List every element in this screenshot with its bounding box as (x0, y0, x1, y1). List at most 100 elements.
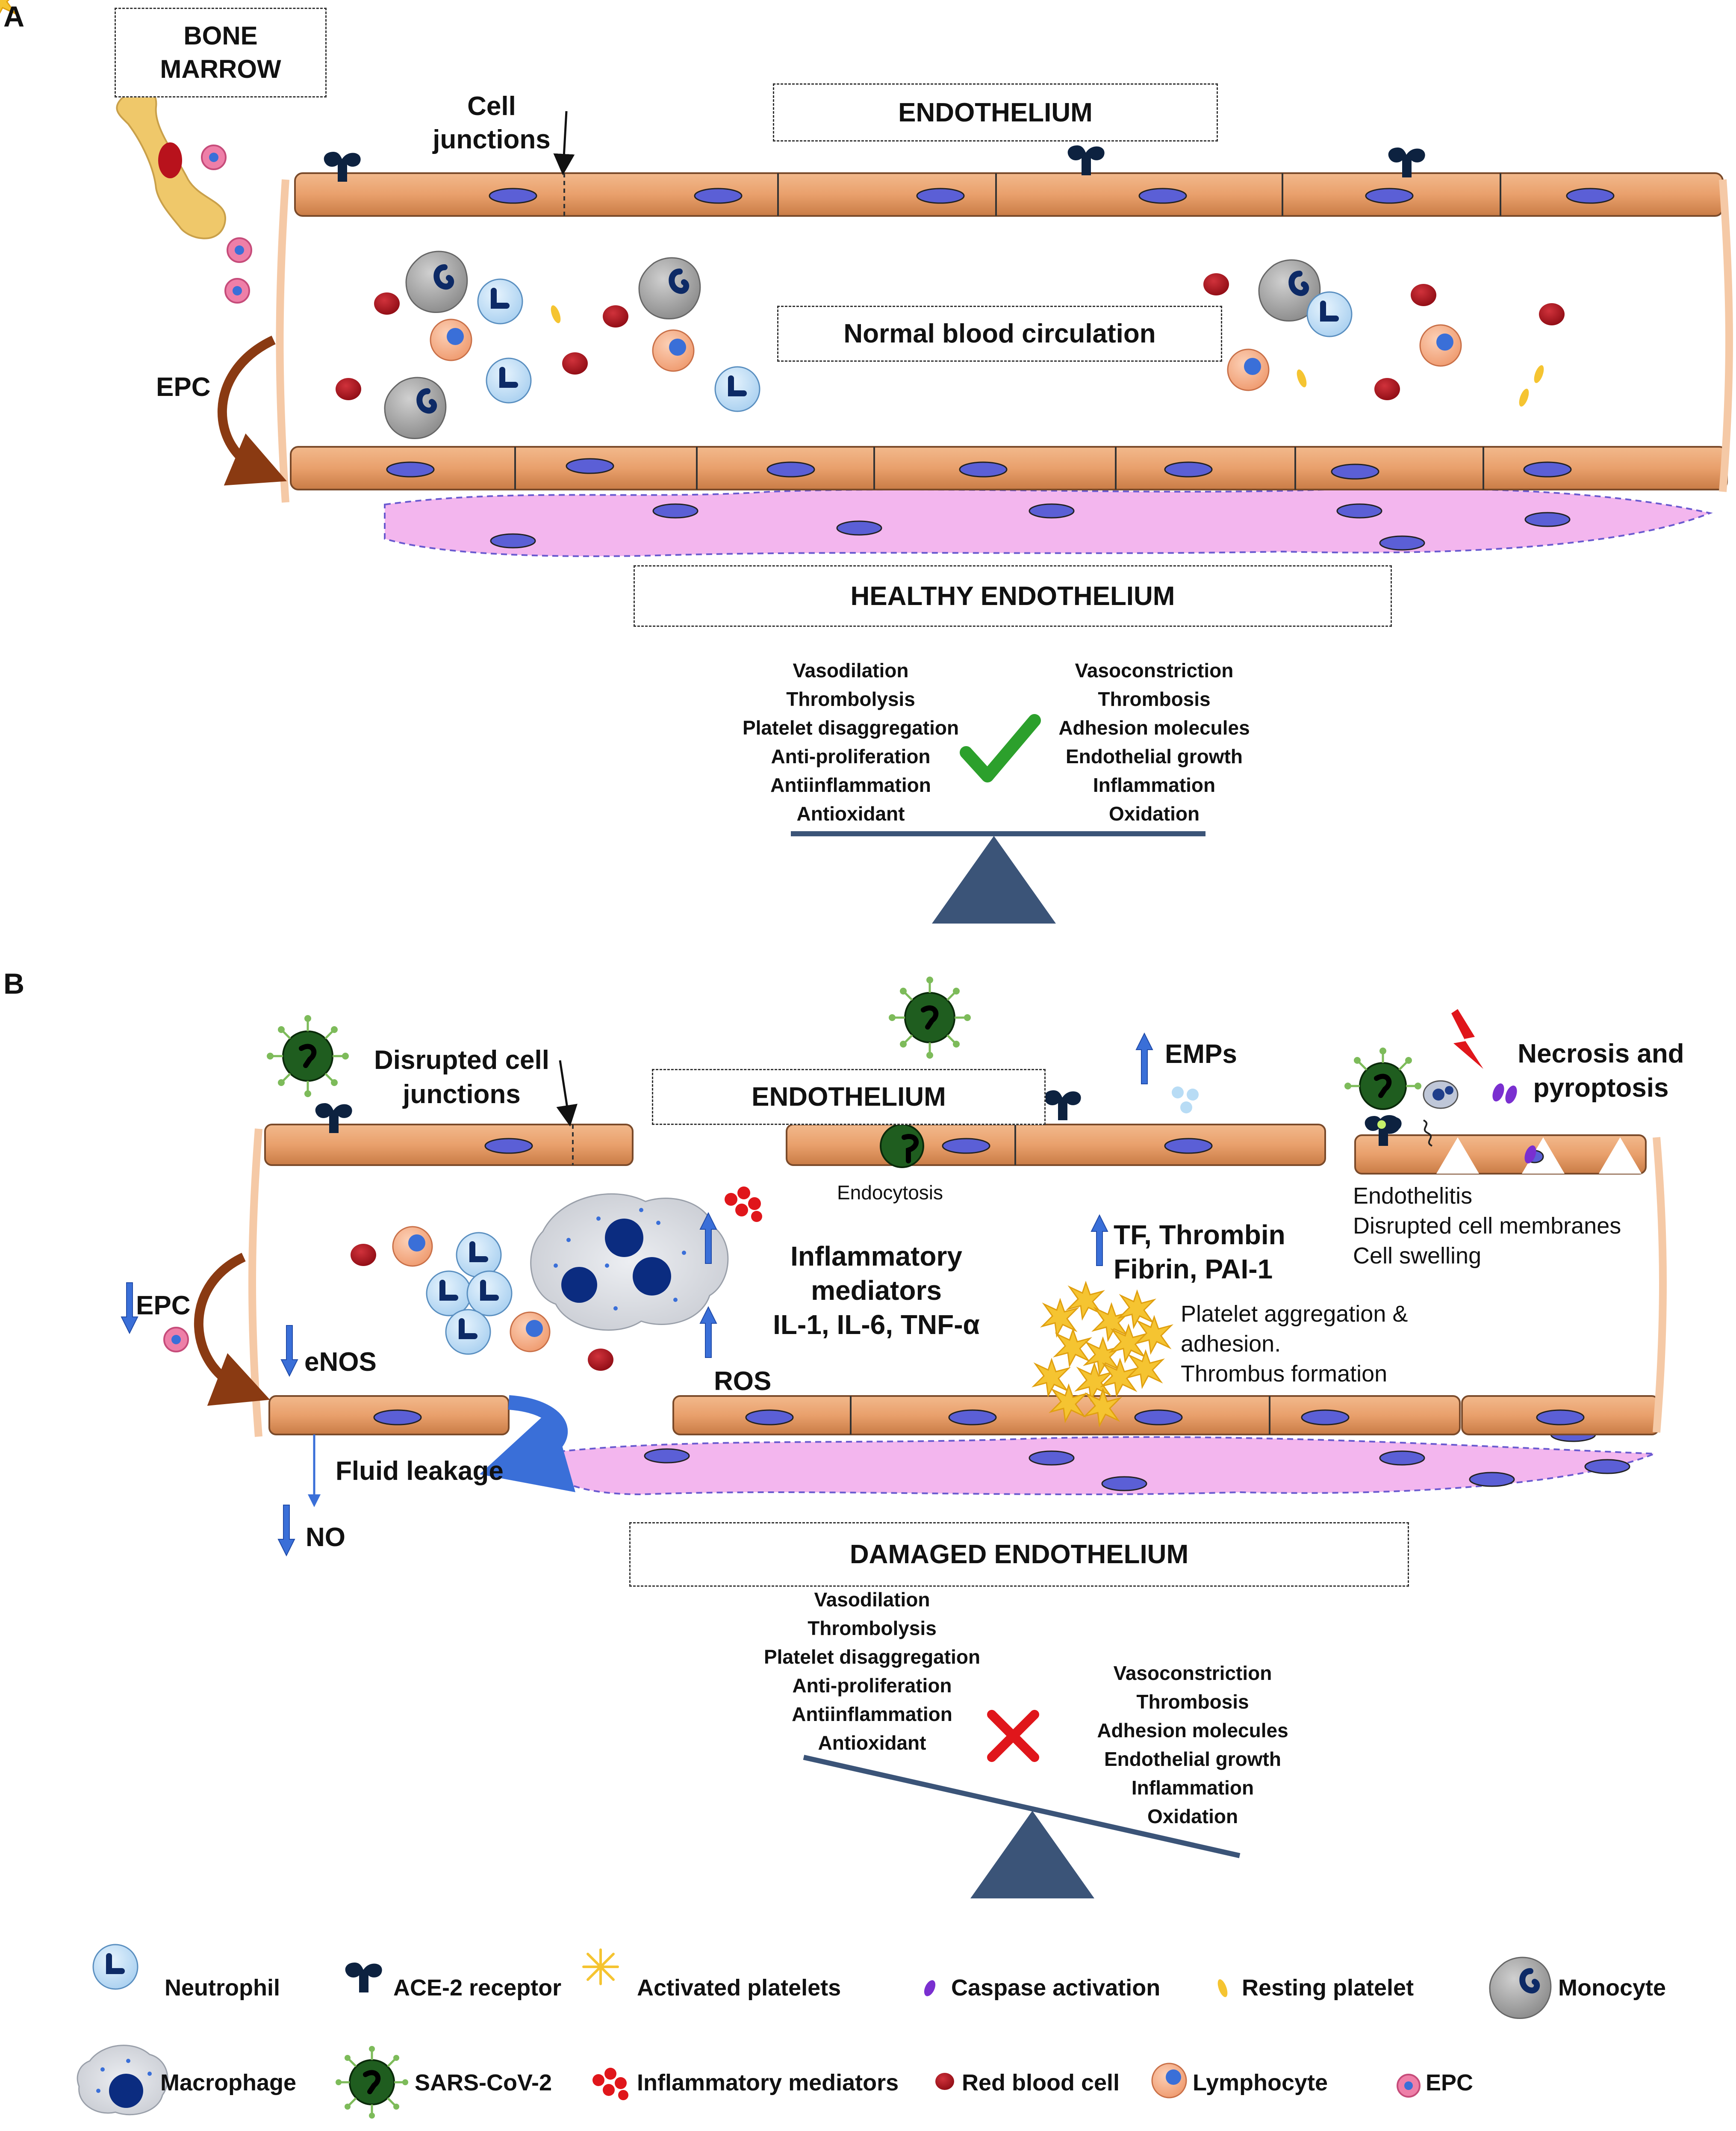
cell-junctions-arrow (553, 111, 575, 175)
no-label: NO (306, 1523, 345, 1552)
balance-a-left-item: Anti-proliferation (771, 745, 931, 767)
endothelium-label-a: ENDOTHELIUM (773, 83, 1218, 142)
legend-label-macrophage: Macrophage (160, 2070, 297, 2096)
balance-b-right-item: Inflammation (1131, 1777, 1254, 1799)
circulation-label: Normal blood circulation (777, 306, 1222, 362)
legend-label-sars-cov-2: SARS-CoV-2 (415, 2070, 552, 2096)
legend-label-ace2-receptor: ACE-2 receptor (393, 1975, 562, 2001)
blue-indicator-arrows (121, 1032, 1153, 1557)
coagulation-label: TF, Thrombin Fibrin, PAI-1 (1114, 1219, 1285, 1284)
panel-a-top-endothelium (294, 172, 1724, 217)
damaged-endothelium-label: DAMAGED ENDOTHELIUM (629, 1522, 1409, 1587)
panel-a-bottom-endothelium (290, 446, 1728, 557)
endocytosis-label: Endocytosis (837, 1181, 943, 1204)
epc-arrow-a (217, 336, 287, 486)
balance-b-left-item: Antioxidant (818, 1732, 926, 1754)
epc-arrow-b (194, 1253, 270, 1406)
balance-b-right-item: Vasoconstriction (1113, 1662, 1272, 1684)
lymphocyte-icon (1151, 2063, 1187, 2099)
red-blood-cell-icon (935, 2073, 954, 2090)
panel-a-letter: A (3, 0, 25, 33)
balance-b-right-list: Vasoconstriction Thrombosis Adhesion mol… (1077, 1659, 1308, 1831)
balance-b-left-list: Vasodilation Thrombolysis Platelet disag… (744, 1585, 1000, 1757)
legend-label-resting-platelet: Resting platelet (1242, 1975, 1414, 2001)
epc-icon (1397, 2074, 1421, 2098)
balance-a-left-item: Antioxidant (796, 803, 905, 825)
caspase-icon (924, 1980, 936, 1996)
balance-b-left-item: Anti-proliferation (792, 1674, 952, 1697)
healthy-endothelium-label: HEALTHY ENDOTHELIUM (634, 565, 1392, 627)
monocyte-icon (1489, 1957, 1552, 2019)
endothelitis-label: Endothelitis Disrupted cell membranes Ce… (1353, 1183, 1621, 1269)
resting-platelet-icon (1217, 1979, 1228, 1997)
blood-cells-a (336, 251, 1565, 440)
fluid-leakage-label: Fluid leakage (336, 1456, 504, 1486)
inflammatory-mediators-label: Inflammatory mediators IL-1, IL-6, TNF-α (773, 1241, 980, 1340)
balance-b-right-item: Oxidation (1147, 1805, 1238, 1827)
legend-label-lymphocyte: Lymphocyte (1193, 2070, 1328, 2096)
endothelium-label-b: ENDOTHELIUM (652, 1069, 1046, 1125)
balance-b (803, 1710, 1241, 1898)
balance-a-right-item: Oxidation (1108, 803, 1200, 825)
balance-a-left-item: Platelet disaggregation (742, 717, 959, 739)
inflammatory-mediator-dots (725, 1187, 762, 1222)
necrosis-label: Necrosis and pyroptosis (1518, 1039, 1684, 1103)
epc-cell-b (163, 1327, 189, 1352)
cell-junctions-label: Cell junctions (433, 91, 551, 154)
legend-label-inflammatory-mediators: Inflammatory mediators (637, 2070, 899, 2096)
sars-cov-2-icon (336, 2046, 408, 2119)
balance-b-left-item: Platelet disaggregation (763, 1646, 981, 1668)
balance-b-right-item: Thrombosis (1136, 1691, 1249, 1713)
balance-a-left-item: Thrombolysis (786, 688, 915, 710)
balance-b-left-item: Vasodilation (814, 1588, 930, 1611)
legend-label-caspase: Caspase activation (951, 1975, 1161, 2001)
panel-b-letter: B (3, 968, 25, 1000)
balance-a-left-list: Vasodilation Thrombolysis Platelet disag… (722, 656, 979, 828)
ace2-receptors-a (324, 145, 1425, 182)
balance-a-right-item: Vasoconstriction (1075, 659, 1234, 682)
balance-a-right-item: Endothelial growth (1066, 745, 1243, 767)
bone-marrow-icon (116, 87, 226, 239)
epc-label-b: EPC (136, 1291, 191, 1320)
disrupted-junctions-label: Disrupted cell junctions (374, 1045, 549, 1109)
panel-b-right-wall (1653, 1137, 1667, 1433)
thrombus-platelets (0, 0, 1172, 1426)
disrupted-junctions-arrow (556, 1060, 578, 1127)
cross-mark-icon (987, 1710, 1039, 1762)
balance-a (791, 714, 1205, 924)
legend-label-activated-platelets: Activated platelets (637, 1975, 841, 2001)
legend-label-epc: EPC (1426, 2070, 1474, 2096)
legend-icons (77, 1944, 1552, 2119)
ros-label: ROS (714, 1367, 772, 1396)
emps-label: EMPs (1165, 1039, 1237, 1069)
panel-b-left-wall (248, 1128, 262, 1437)
platelet-note-label: Platelet aggregation & adhesion. Thrombu… (1181, 1301, 1408, 1387)
inflammatory-mediators-icon (592, 2068, 628, 2100)
legend-label-red-blood-cell: Red blood cell (962, 2070, 1120, 2096)
legend-label-neutrophil: Neutrophil (165, 1975, 280, 2001)
balance-a-right-item: Inflammation (1093, 774, 1216, 796)
enos-label: eNOS (304, 1347, 377, 1377)
neutrophil-icon (92, 1944, 139, 1990)
bone-marrow-label: BONE MARROW (115, 8, 327, 97)
panel-a-left-wall (276, 179, 289, 503)
panel-b-bottom-endothelium (268, 1395, 1659, 1496)
activated-platelet-icon (582, 1948, 619, 1985)
blood-cells-b (351, 1193, 729, 1371)
sars-cov-2-viruses-b (267, 977, 1421, 1168)
balance-a-right-item: Adhesion molecules (1058, 717, 1250, 739)
balance-a-left-item: Vasodilation (793, 659, 909, 682)
ace2-receptor-icon (345, 1963, 382, 1992)
balance-a-left-item: Antiinflammation (770, 774, 931, 796)
balance-b-right-item: Adhesion molecules (1097, 1719, 1288, 1741)
legend-label-monocyte: Monocyte (1558, 1975, 1666, 2001)
epc-cells-a (201, 145, 252, 304)
fluid-leakage-arrow (479, 1395, 576, 1492)
epc-label-a: EPC (156, 372, 211, 402)
balance-a-right-list: Vasoconstriction Thrombosis Adhesion mol… (1043, 656, 1265, 828)
balance-a-right-item: Thrombosis (1098, 688, 1211, 710)
panel-b-top-endothelium (264, 1124, 1647, 1175)
balance-b-right-item: Endothelial growth (1104, 1748, 1281, 1770)
